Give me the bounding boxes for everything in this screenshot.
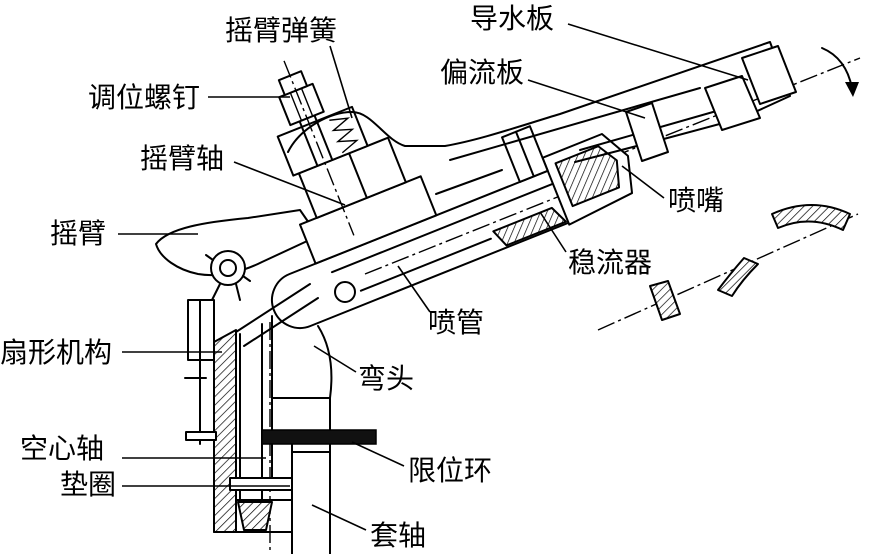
label-flow-stabilizer: 稳流器 [568,246,652,279]
leader-lines [118,23,749,531]
leader-nozzle [621,165,665,199]
spring-housing [276,105,369,177]
label-limit-ring: 限位环 [408,454,492,487]
lower-jet-axis-line [597,213,859,331]
water-guide-inner-line [449,87,701,161]
label-nozzle: 喷嘴 [668,184,724,217]
water-fragment-near [649,280,681,321]
label-rocker-arm-shaft: 摇臂轴 [140,142,224,175]
flow-stabilizer-body [492,206,567,247]
rocker-pivot-pin [219,259,237,277]
leader-elbow [313,345,357,373]
label-sleeve-shaft: 套轴 [370,519,426,552]
label-hollow-shaft: 空心轴 [20,432,104,465]
deflector-plate-body [625,102,669,162]
rocker-arm-outline [287,41,791,163]
label-rocker-arm: 摇臂 [50,217,106,250]
nozzle-tube-bore-lower [359,237,492,292]
part-labels: 导水板 摇臂弹簧 偏流板 调位螺钉 摇臂轴 喷嘴 摇臂 稳流器 喷管 扇形机构 … [0,2,724,552]
label-nozzle-tube: 喷管 [428,306,484,339]
label-adjusting-screw: 调位螺钉 [88,81,200,114]
rocker-arm-lower-edge [435,169,503,195]
label-rocker-arm-spring: 摇臂弹簧 [225,14,337,47]
leader-sleeve-shaft [311,504,367,531]
label-washer: 垫圈 [60,468,116,501]
rocker-arm-tail [155,209,319,277]
tube-pin-circle [334,281,356,303]
water-fragment-far [771,204,851,231]
leader-rocker-arm-spring [329,45,353,119]
sector-mechanism-group [184,250,251,445]
label-water-guide-plate: 导水板 [470,2,554,35]
water-jet [584,47,861,331]
pivot-link-right [235,283,241,301]
rocker-spring-coil [329,117,359,154]
nozzle-tube-outline [271,165,581,329]
label-deflector-plate: 偏流板 [440,56,524,89]
rocker-shaft-block-divider [348,152,368,199]
nozzle-tube-bore-upper [330,180,561,274]
hollow-shaft-wall [213,329,237,533]
leader-nozzle-tube [397,265,431,313]
sector-stop-knob [185,431,217,441]
leader-limit-ring [351,441,405,467]
vertical-assembly [213,283,377,554]
pivot-tick-marks [205,254,251,282]
water-guide-plate-rear [704,75,761,131]
leader-deflector-plate [527,79,646,119]
nozzle-tube-axis [364,191,570,275]
washer-ring [229,477,293,491]
bottom-seal-cup [237,501,273,531]
screw-axis-line [283,60,355,236]
pivot-link-left [211,283,221,301]
label-elbow: 弯头 [358,362,414,395]
hex-nut-faces [289,88,314,121]
water-fragment-middle [717,257,759,297]
leader-flow-stabilizer [539,211,567,253]
label-sector-mechanism: 扇形机构 [0,336,112,369]
rocker-arm-body [287,41,797,195]
rotation-arrow-head [845,82,859,97]
leader-water-guide-plate [567,23,749,81]
leader-rocker-arm-shaft [233,161,346,206]
water-guide-plate-front [741,45,797,105]
nozzle-insert [554,145,621,208]
limit-ring-band [261,429,377,445]
nozzle-tube-group [271,125,634,329]
